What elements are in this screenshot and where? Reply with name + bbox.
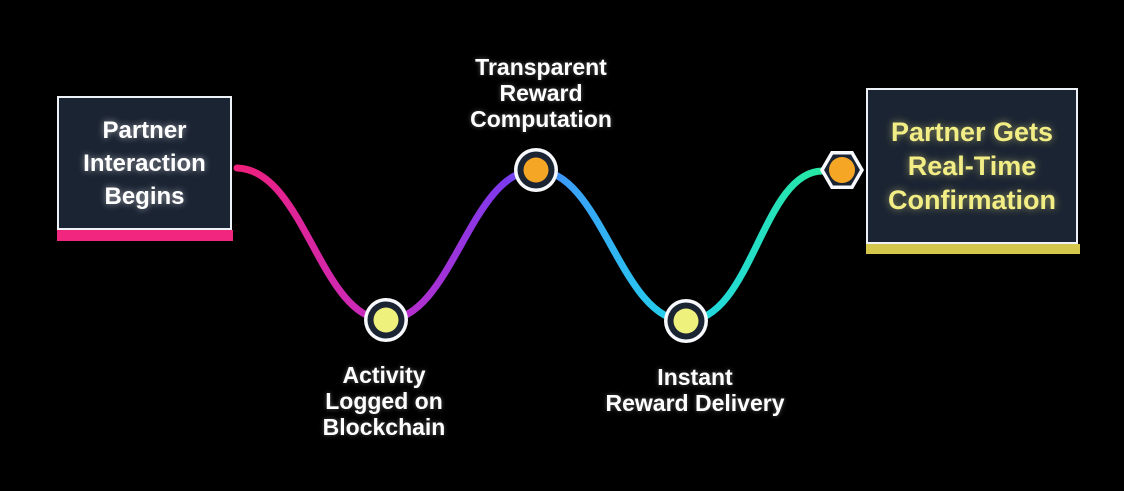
- end-box: Partner Gets Real-Time Confirmation: [866, 88, 1078, 244]
- start-box-accent-bar: [57, 230, 233, 241]
- computation-step-marker-icon: [514, 148, 558, 192]
- activity-step-marker-icon: [364, 298, 408, 342]
- step-label-transparent-reward-computation: Transparent Reward Computation: [470, 54, 612, 132]
- start-box: Partner Interaction Begins: [57, 96, 232, 230]
- step-label-instant-reward-delivery: Instant Reward Delivery: [605, 364, 785, 416]
- step-label-activity-logged-on-blockchain: Activity Logged on Blockchain: [322, 362, 446, 440]
- confirmation-hexagon-icon: [819, 150, 865, 190]
- end-box-label: Partner Gets Real-Time Confirmation: [888, 117, 1056, 215]
- start-box-label: Partner Interaction Begins: [83, 116, 206, 210]
- delivery-step-marker-icon: [664, 299, 708, 343]
- end-box-accent-bar: [866, 244, 1080, 254]
